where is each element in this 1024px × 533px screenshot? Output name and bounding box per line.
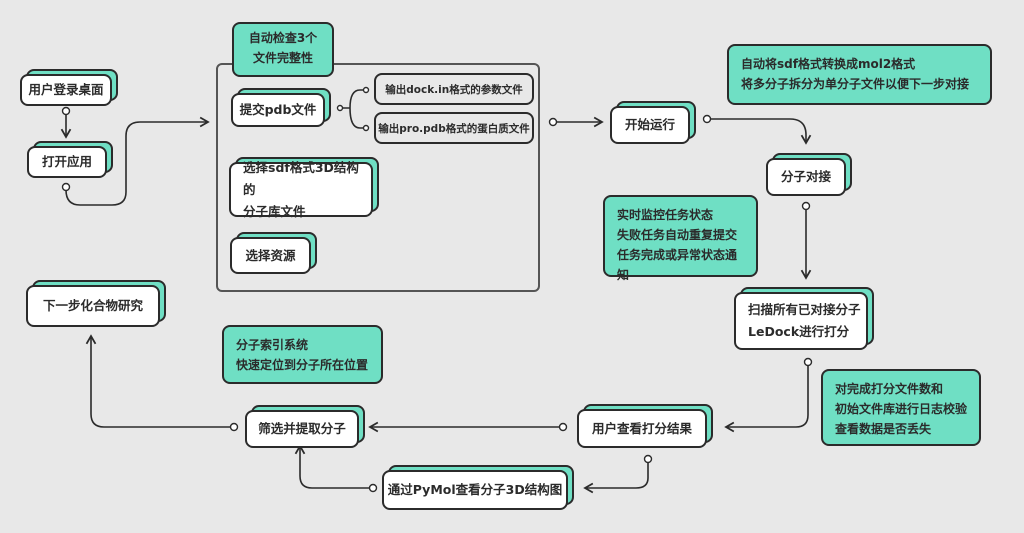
note-check-files: 自动检查3个 文件完整性: [232, 22, 334, 77]
node-label: 用户登录桌面: [20, 74, 112, 106]
node-label: 通过PyMol查看分子3D结构图: [382, 470, 568, 510]
node-next-research[interactable]: 下一步化合物研究: [26, 280, 166, 327]
note-line: 自动将sdf格式转换成mol2格式: [741, 57, 916, 71]
node-label: 选择sdf格式3D结构的 分子库文件: [229, 160, 373, 219]
node-label: 扫描所有已对接分子 LeDock进行打分: [734, 292, 868, 350]
node-label: 开始运行: [610, 106, 690, 144]
node-open-app[interactable]: 打开应用: [27, 141, 113, 178]
note-line: 对完成打分文件数和: [835, 382, 944, 396]
note-line: 初始文件库进行日志校验: [835, 402, 968, 416]
note-line: 分子索引系统: [236, 338, 309, 352]
note-convert: 自动将sdf格式转换成mol2格式 将多分子拆分为单分子文件以便下一步对接: [727, 44, 992, 105]
node-label: 选择资源: [230, 237, 311, 274]
arrow-view-to-pymol: [583, 460, 649, 494]
node-select-resource[interactable]: 选择资源: [230, 232, 317, 274]
note-log-check: 对完成打分文件数和 初始文件库进行日志校验 查看数据是否丢失: [821, 369, 981, 446]
node-start-run[interactable]: 开始运行: [610, 101, 696, 144]
node-docking[interactable]: 分子对接: [766, 153, 852, 196]
note-line: 实时监控任务状态: [617, 208, 714, 222]
node-label: 分子对接: [766, 158, 846, 196]
node-label: 下一步化合物研究: [26, 285, 160, 327]
arrow-scan-to-view: [724, 362, 809, 433]
node-label: 打开应用: [27, 146, 107, 178]
node-scan-score[interactable]: 扫描所有已对接分子 LeDock进行打分: [734, 287, 874, 350]
file-submission-group: [216, 63, 540, 292]
output-dock-in: 输出dock.in格式的参数文件: [374, 73, 534, 105]
note-line: 自动检查3个: [248, 31, 318, 45]
label-line: 选择sdf格式3D结构的: [243, 159, 359, 197]
node-filter-extract[interactable]: 筛选并提取分子: [245, 405, 365, 448]
arrow-start-to-dock: [707, 118, 812, 145]
note-line: 任务完成或异常状态通知: [617, 248, 738, 282]
node-label: 用户查看打分结果: [577, 409, 707, 448]
note-monitor: 实时监控任务状态 失败任务自动重复提交 任务完成或异常状态通知: [603, 195, 758, 282]
output-pro-pdb: 输出pro.pdb格式的蛋白质文件: [374, 112, 534, 144]
note-line: 文件完整性: [252, 51, 313, 65]
arrow-pymol-to-filter: [294, 444, 373, 489]
node-pymol-view[interactable]: 通过PyMol查看分子3D结构图: [382, 465, 574, 510]
node-view-scores[interactable]: 用户查看打分结果: [577, 404, 713, 448]
node-label: 筛选并提取分子: [245, 410, 359, 448]
note-line: 失败任务自动重复提交: [617, 228, 738, 242]
node-user-login[interactable]: 用户登录桌面: [20, 69, 118, 106]
node-select-sdf[interactable]: 选择sdf格式3D结构的 分子库文件: [229, 157, 379, 219]
note-line: 查看数据是否丢失: [835, 422, 932, 436]
node-submit-pdb[interactable]: 提交pdb文件: [231, 88, 331, 127]
note-index: 分子索引系统 快速定位到分子所在位置: [222, 325, 383, 384]
label-line: LeDock进行打分: [748, 324, 850, 339]
arrow-open-to-group: [65, 116, 210, 206]
note-line: 快速定位到分子所在位置: [236, 358, 369, 372]
note-line: 将多分子拆分为单分子文件以便下一步对接: [741, 77, 970, 91]
label-line: 分子库文件: [243, 203, 306, 219]
arrow-filter-to-research: [85, 334, 234, 428]
node-label: 提交pdb文件: [231, 93, 325, 127]
label-line: 扫描所有已对接分子: [748, 302, 861, 317]
